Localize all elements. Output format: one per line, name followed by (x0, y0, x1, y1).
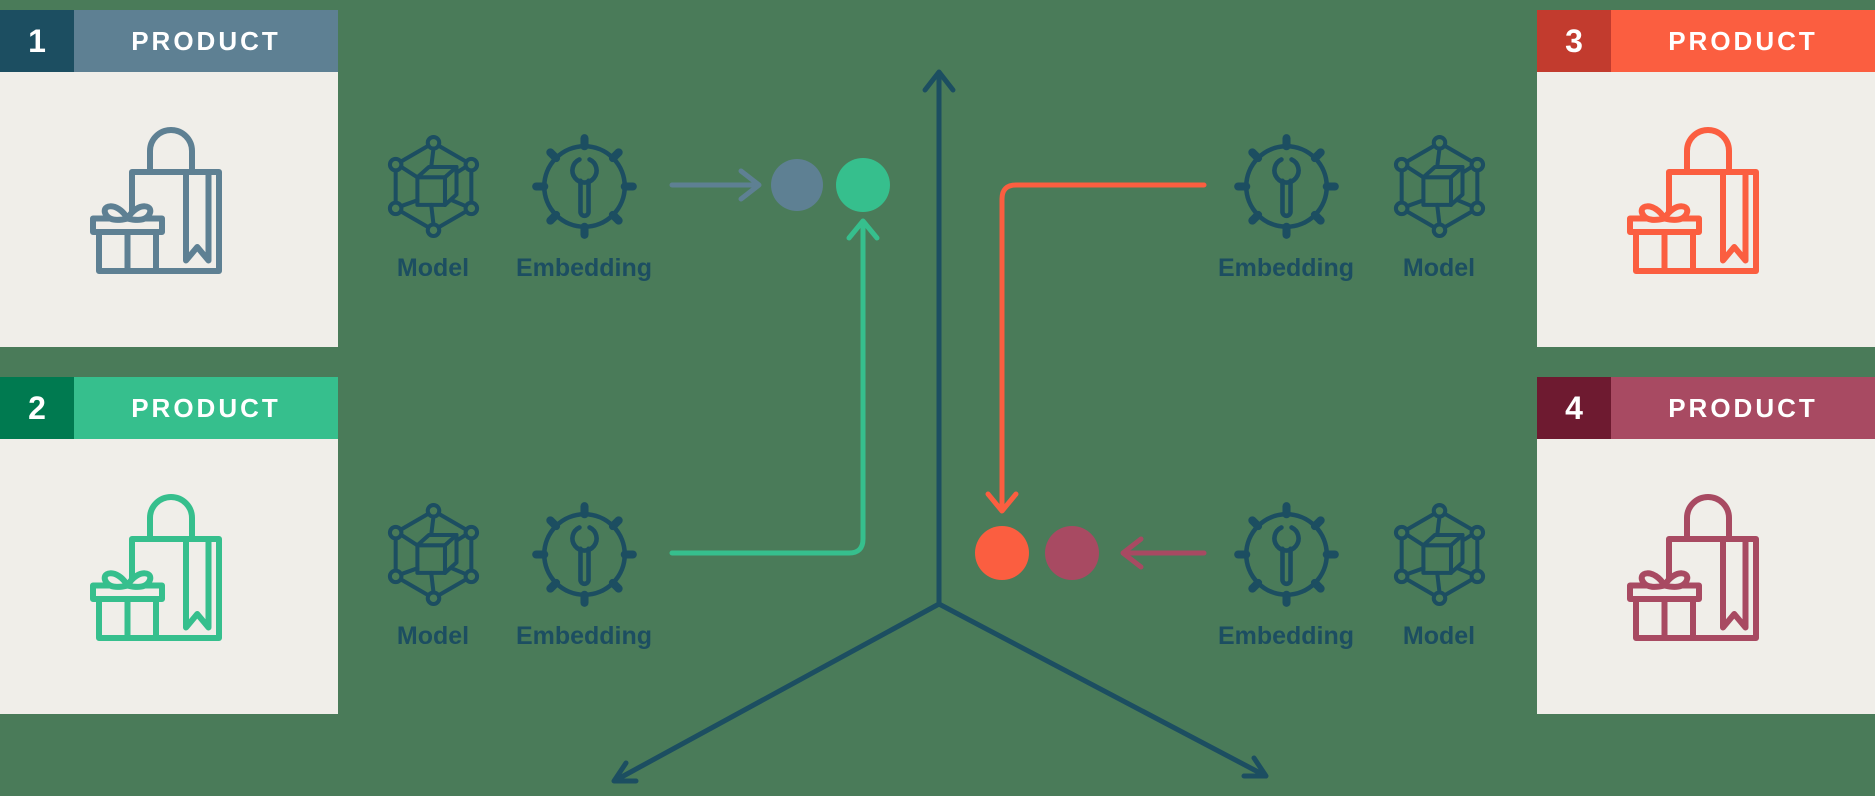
embedding-label: Embedding (1217, 254, 1355, 282)
embedding-label: Embedding (515, 622, 653, 650)
left-axis (613, 601, 942, 783)
embedding-label: Embedding (1217, 622, 1355, 650)
embedding-label: Embedding (515, 254, 653, 282)
product-card-1: 1 PRODUCT (0, 10, 338, 347)
product-card-header: 4 PRODUCT (1537, 377, 1875, 439)
shopping-bag-gift-icon (72, 112, 267, 307)
model-icon (376, 129, 491, 244)
model-icon-group-3: Model (1364, 129, 1514, 283)
embedding-dot-product-2 (836, 158, 890, 212)
model-icon (376, 497, 491, 612)
model-icon (1382, 497, 1497, 612)
embedding-dot-product-3 (975, 526, 1029, 580)
model-label: Model (1402, 622, 1476, 650)
arrow-line (999, 182, 1207, 510)
arrowhead-left (1120, 536, 1144, 570)
arrow-line (669, 222, 866, 556)
axes (611, 69, 1269, 784)
shopping-bag-gift-icon (72, 479, 267, 674)
product-card-body (0, 72, 338, 347)
embedding-icon-group-2: Embedding (509, 497, 659, 651)
embedding-icon-group-3: Embedding (1211, 129, 1361, 283)
product-title: PRODUCT (1611, 10, 1875, 72)
product-card-3: 3 PRODUCT (1537, 10, 1875, 347)
product-title: PRODUCT (74, 377, 338, 439)
embedding-icon (527, 129, 642, 244)
pipeline-arrow-2 (669, 218, 880, 556)
product-card-header: 2 PRODUCT (0, 377, 338, 439)
embedding-icon-group-1: Embedding (509, 129, 659, 283)
shopping-bag-gift-icon (1609, 479, 1804, 674)
pipeline-arrow-3 (985, 182, 1207, 514)
model-icon-group-1: Model (358, 129, 508, 283)
left-axis-arrowhead (611, 760, 639, 784)
product-card-body (1537, 439, 1875, 714)
model-label: Model (396, 254, 470, 282)
arrowhead-right (738, 168, 762, 202)
y-axis-arrowhead (922, 69, 956, 93)
model-icon (1382, 129, 1497, 244)
product-card-header: 3 PRODUCT (1537, 10, 1875, 72)
model-label: Model (1402, 254, 1476, 282)
shopping-bag-gift-icon (1609, 112, 1804, 307)
model-label: Model (396, 622, 470, 650)
embedding-icon (1229, 129, 1344, 244)
embedding-dot-product-4 (1045, 526, 1099, 580)
product-card-2: 2 PRODUCT (0, 377, 338, 714)
product-number: 1 (0, 10, 74, 72)
arrowhead-up (846, 218, 880, 241)
product-card-header: 1 PRODUCT (0, 10, 338, 72)
product-title: PRODUCT (74, 10, 338, 72)
model-icon-group-2: Model (358, 497, 508, 651)
embedding-dot-product-1 (771, 159, 823, 211)
product-card-body (0, 439, 338, 714)
product-number: 2 (0, 377, 74, 439)
product-card-body (1537, 72, 1875, 347)
pipeline-arrow-1 (669, 168, 762, 202)
embedding-icon (1229, 497, 1344, 612)
embedding-icon (527, 497, 642, 612)
arrowhead-down (985, 491, 1019, 514)
embedding-icon-group-4: Embedding (1211, 497, 1361, 651)
pipeline-arrow-4 (1120, 536, 1207, 570)
product-title: PRODUCT (1611, 377, 1875, 439)
right-axis-arrowhead (1241, 755, 1269, 779)
product-card-4: 4 PRODUCT (1537, 377, 1875, 714)
product-number: 4 (1537, 377, 1611, 439)
model-icon-group-4: Model (1364, 497, 1514, 651)
product-number: 3 (1537, 10, 1611, 72)
